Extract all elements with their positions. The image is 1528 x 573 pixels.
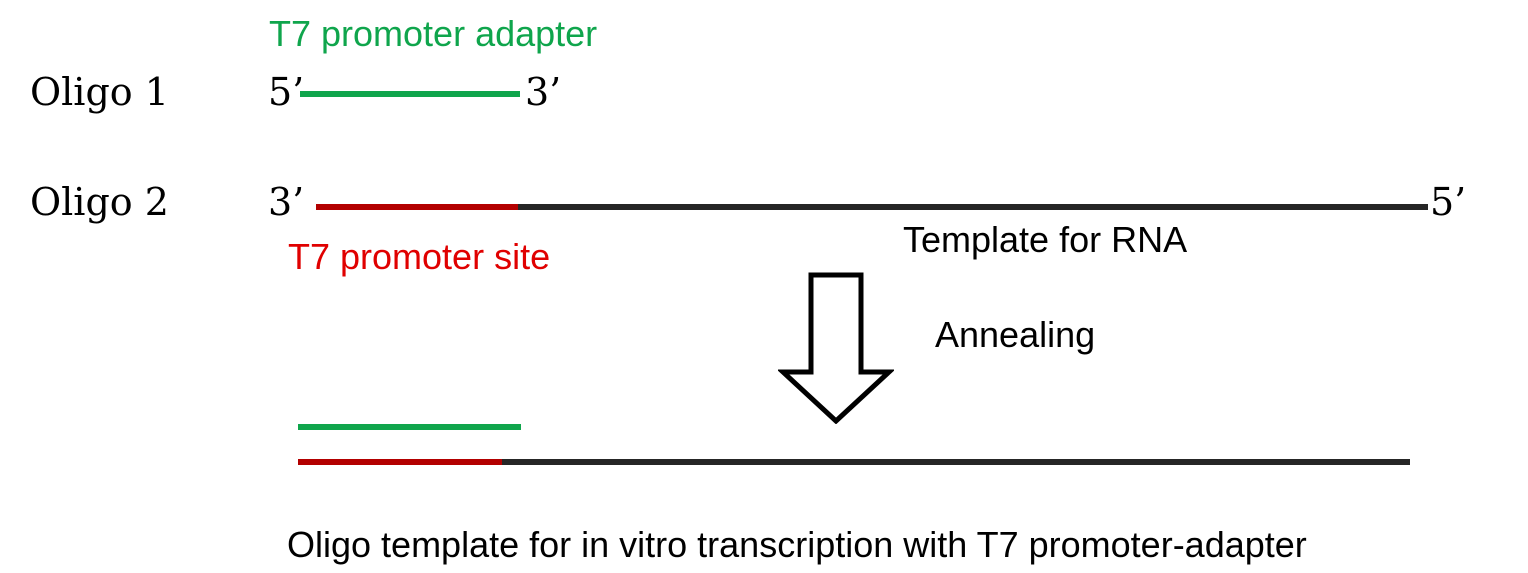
oligo2-template-strand xyxy=(518,204,1428,210)
annealed-template-strand xyxy=(502,459,1410,465)
oligo1-name: Oligo 1 xyxy=(30,70,169,114)
oligo2-3prime-end: 3’ xyxy=(268,180,305,224)
template-label: Template for RNA xyxy=(903,219,1188,260)
annealed-promoter-strand xyxy=(298,459,504,465)
annealed-adapter-strand xyxy=(298,424,521,430)
result-caption: Oligo template for in vitro transcriptio… xyxy=(287,524,1307,565)
down-arrow-icon xyxy=(778,272,894,424)
oligo1-3prime-end: 3’ xyxy=(525,70,562,114)
oligo1-adapter-strand xyxy=(300,91,520,97)
oligo2-promoter-strand xyxy=(316,204,520,210)
oligo2-name: Oligo 2 xyxy=(30,180,169,224)
promoter-site-label: T7 promoter site xyxy=(288,236,551,277)
oligo1-5prime-end: 5’ xyxy=(268,70,305,114)
adapter-label: T7 promoter adapter xyxy=(269,13,598,54)
oligo2-5prime-end: 5’ xyxy=(1430,180,1467,224)
annealing-label: Annealing xyxy=(935,314,1096,355)
